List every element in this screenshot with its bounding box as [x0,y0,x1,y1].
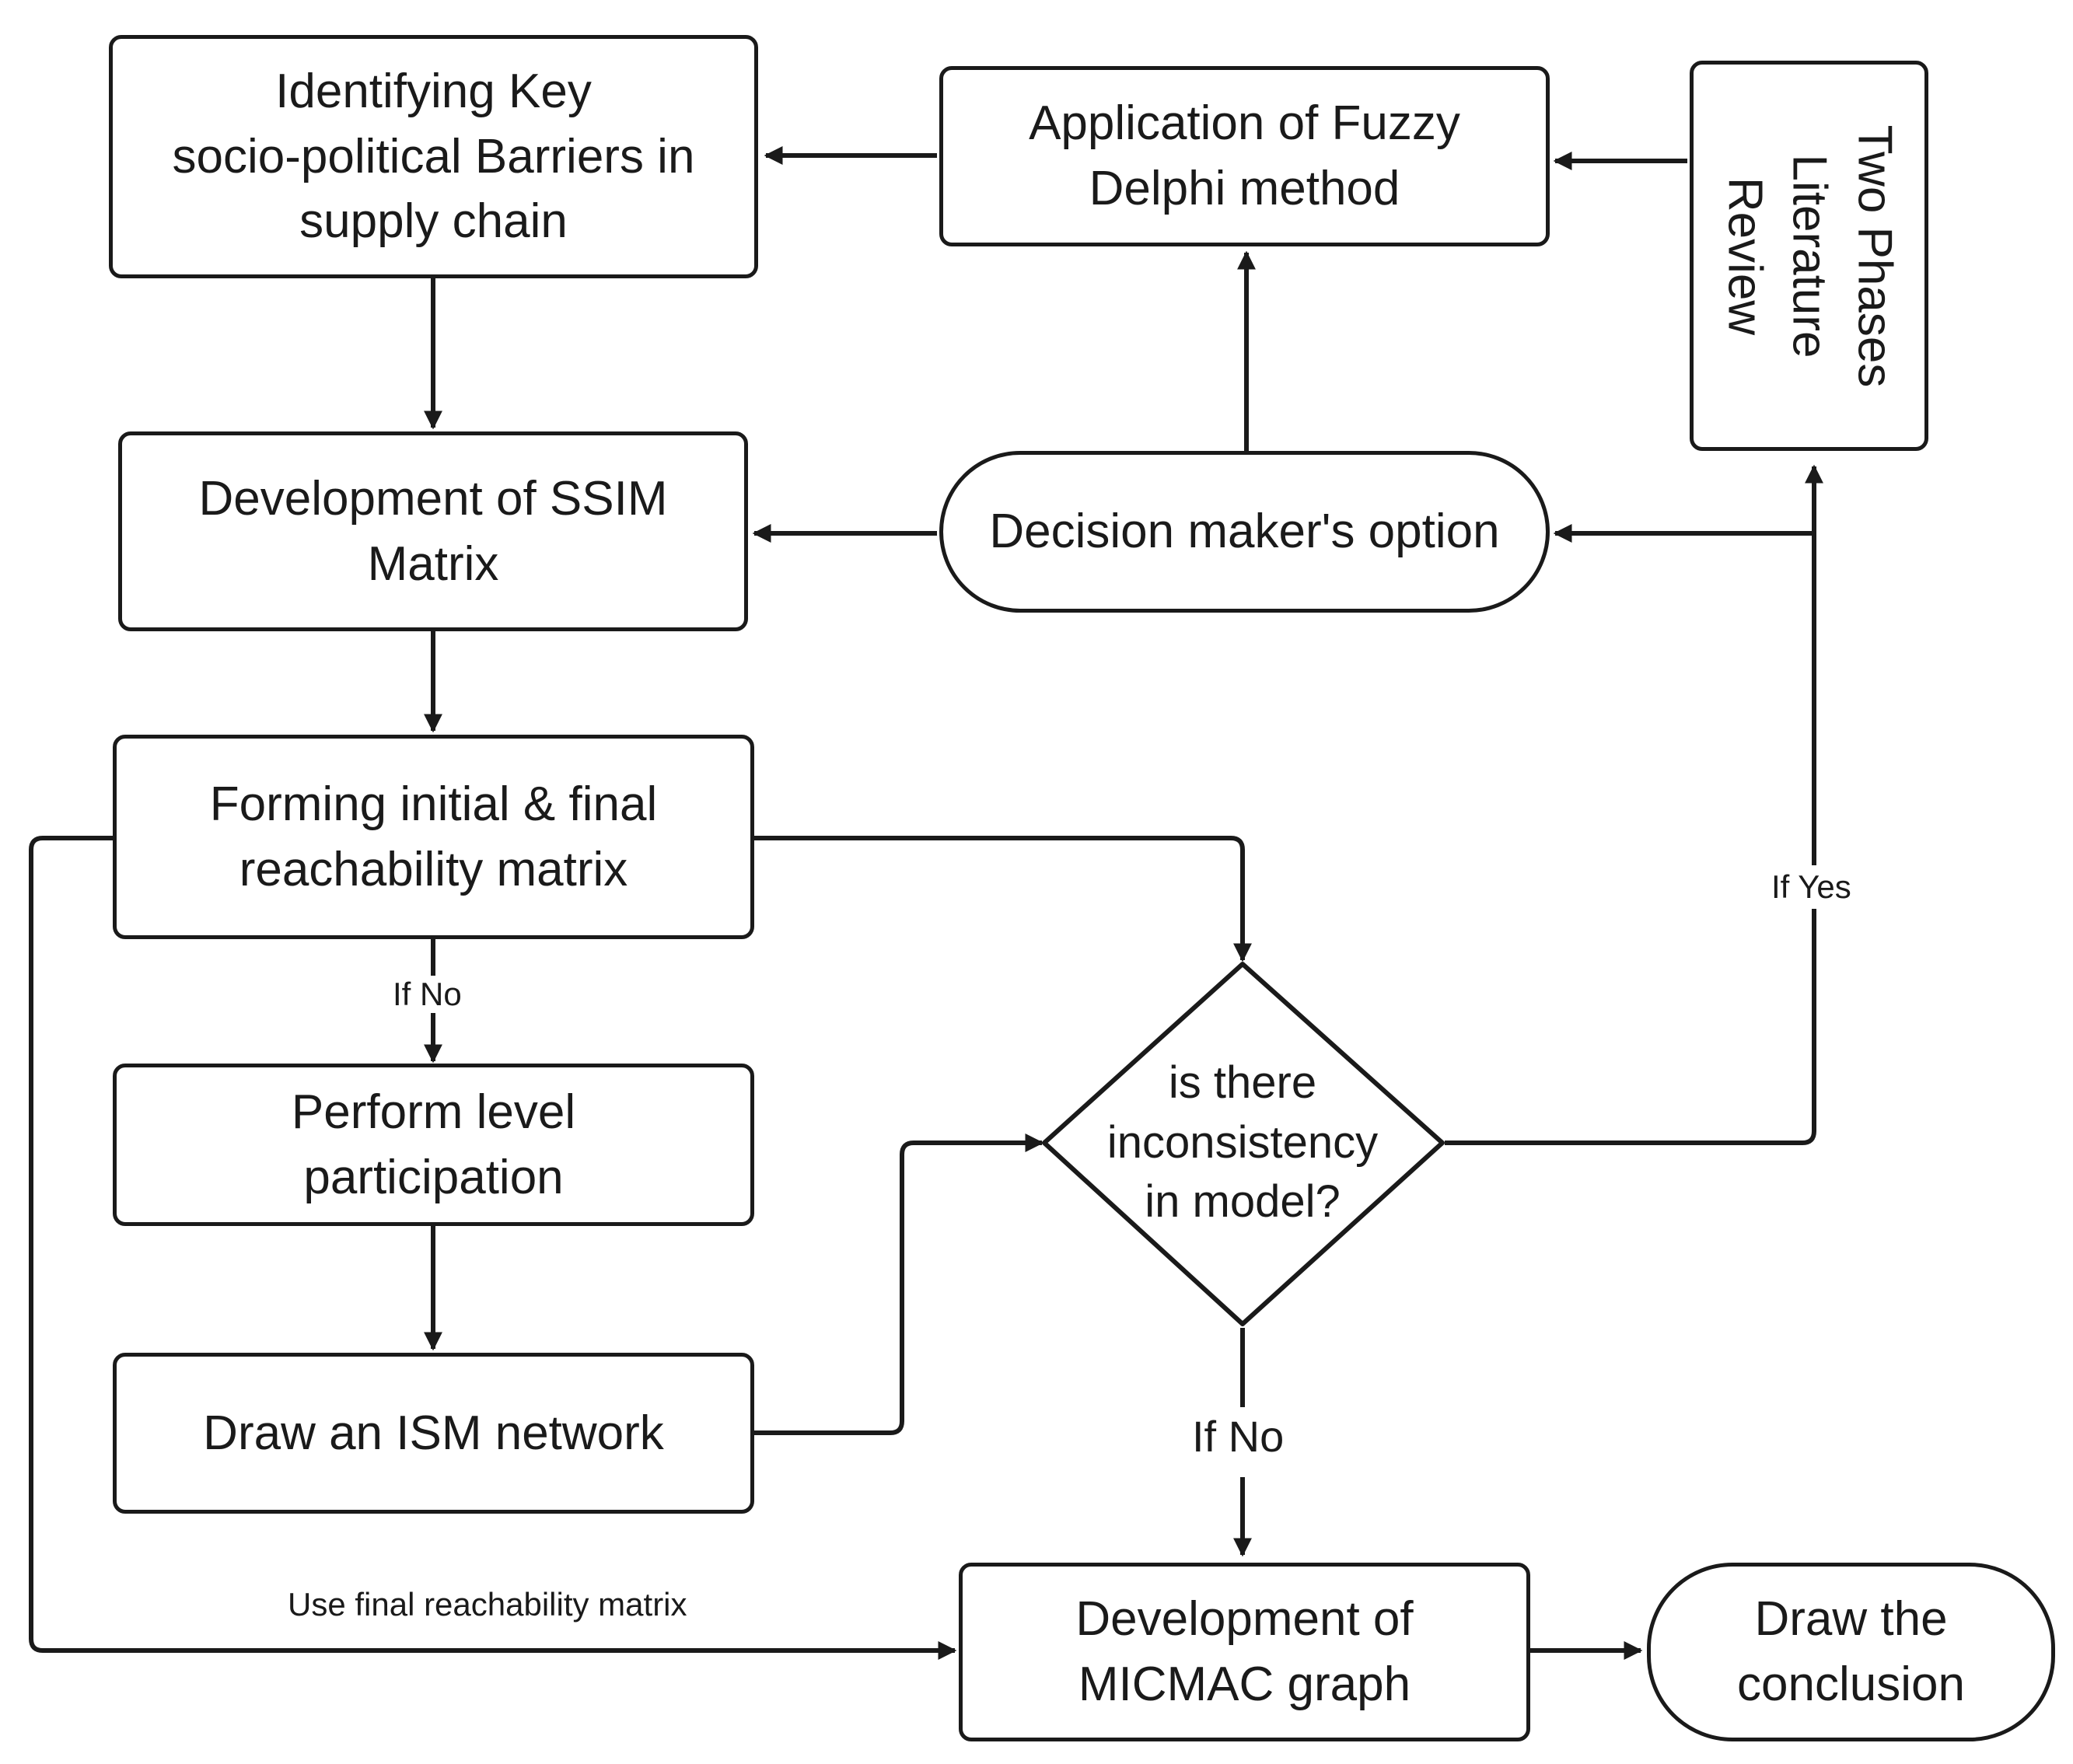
edge-label-if-no-upper: If No [393,976,462,1013]
node-inconsistency-question: is there inconsistency in model? [1089,1034,1397,1252]
edge-reachability-to-diamond [754,836,1252,962]
node-ssim-line-2: Matrix [367,536,499,591]
node-ism-network: Draw an ISM network [113,1353,754,1514]
node-fuzzy-delphi: Application of Fuzzy Delphi method [939,66,1550,246]
node-literature-line-2: Literature [1782,154,1837,358]
node-decision-text: Decision maker's option [989,505,1500,559]
node-conclusion-line-2: conclusion [1737,1657,1965,1711]
node-identify-barriers: Identifying Key socio-political Barriers… [109,35,758,278]
node-literature-line-3: Review [1718,176,1772,336]
edge-diamond-if-yes [1445,464,1823,1145]
node-level-line-1: Perform level [291,1085,576,1139]
edge-label-if-yes: If Yes [1770,865,1853,909]
node-reachability-matrix: Forming initial & final reachability mat… [113,735,754,939]
node-level-participation: Perform level participation [113,1064,754,1226]
edge-label-use-final: Use final reachability matrix [288,1586,687,1623]
node-identify-line-1: Identifying Key [275,64,592,118]
node-micmac-line-2: MICMAC graph [1078,1657,1411,1711]
node-reachability-line-1: Forming initial & final [209,777,658,831]
decision-diamond-shape [1042,962,1445,1326]
node-literature-line-1: Two Phases [1848,124,1902,388]
node-ssim-line-1: Development of SSIM [198,471,668,526]
node-level-line-2: participation [303,1150,564,1204]
node-micmac-graph: Development of MICMAC graph [959,1563,1530,1741]
node-literature-text: Two Phases Literature Review [1690,61,1929,452]
node-ism-text: Draw an ISM network [203,1406,664,1460]
node-micmac-line-1: Development of [1075,1592,1414,1647]
node-draw-conclusion: Draw the conclusion [1647,1563,2055,1741]
node-fuzzy-line-1: Application of Fuzzy [1029,96,1460,151]
node-conclusion-line-1: Draw the [1754,1592,1948,1647]
node-ssim-matrix: Development of SSIM Matrix [118,431,748,631]
node-fuzzy-line-2: Delphi method [1089,162,1400,215]
node-identify-line-2: socio-political Barriers in [172,129,695,183]
node-inconsistency-line-2: inconsistency [1106,1116,1379,1168]
node-literature-review [1690,61,1928,451]
node-reachability-line-2: reachability matrix [239,842,628,896]
edge-ism-to-diamond [754,1134,1044,1435]
node-identify-line-3: supply chain [299,194,568,249]
edge-use-final-reachability [29,836,957,1660]
node-decision-option: Decision maker's option [939,451,1550,613]
node-inconsistency-line-1: is there [1168,1057,1317,1109]
edge-label-if-no-lower: If No [1192,1412,1285,1461]
node-inconsistency-line-3: in model? [1145,1176,1341,1228]
